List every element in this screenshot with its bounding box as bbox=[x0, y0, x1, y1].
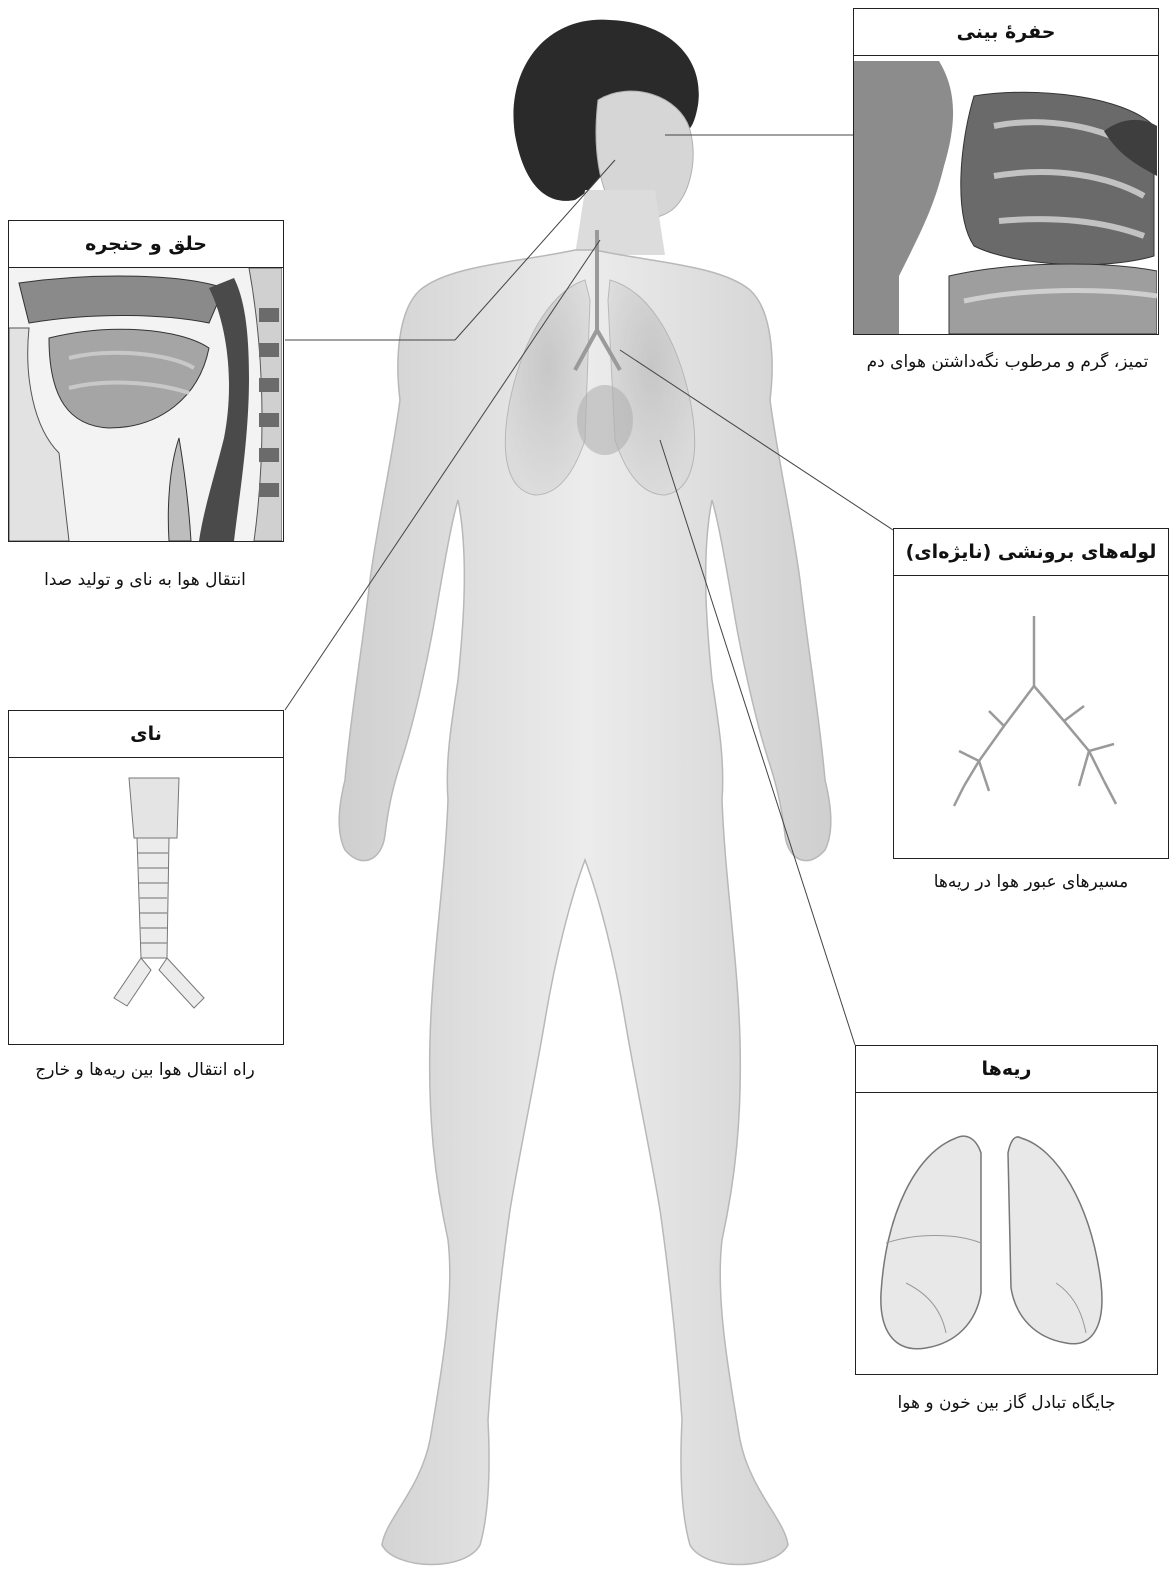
pharynx-larynx-illustration bbox=[9, 268, 282, 541]
trachea-illustration bbox=[9, 758, 282, 1044]
bronchi-illustration bbox=[894, 576, 1167, 858]
pharynx-larynx-title: حلق و حنجره bbox=[9, 221, 283, 268]
pharynx-larynx-caption: انتقال هوا به نای و تولید صدا bbox=[5, 570, 285, 590]
bronchi-panel: لوله‌های برونشی (نایژه‌ای) bbox=[893, 528, 1169, 859]
lungs-illustration bbox=[856, 1093, 1156, 1374]
lungs-caption: جایگاه تبادل گاز بین خون و هوا bbox=[855, 1393, 1158, 1413]
lungs-title: ریه‌ها bbox=[856, 1046, 1157, 1093]
bronchi-title: لوله‌های برونشی (نایژه‌ای) bbox=[894, 529, 1168, 576]
nasal-cavity-panel: حفرهٔ بینی bbox=[853, 8, 1159, 335]
trachea-panel: نای bbox=[8, 710, 284, 1045]
nasal-cavity-title: حفرهٔ بینی bbox=[854, 9, 1158, 56]
nasal-cavity-illustration bbox=[854, 56, 1157, 334]
trachea-title: نای bbox=[9, 711, 283, 758]
pharynx-larynx-panel: حلق و حنجره bbox=[8, 220, 284, 542]
lungs-panel: ریه‌ها bbox=[855, 1045, 1158, 1375]
nasal-cavity-caption: تمیز، گرم و مرطوب نگه‌داشتن هوای دم bbox=[855, 352, 1160, 372]
bronchi-caption: مسیرهای عبور هوا در ریه‌ها bbox=[893, 872, 1169, 892]
trachea-caption: راه انتقال هوا بین ریه‌ها و خارج bbox=[5, 1060, 285, 1080]
